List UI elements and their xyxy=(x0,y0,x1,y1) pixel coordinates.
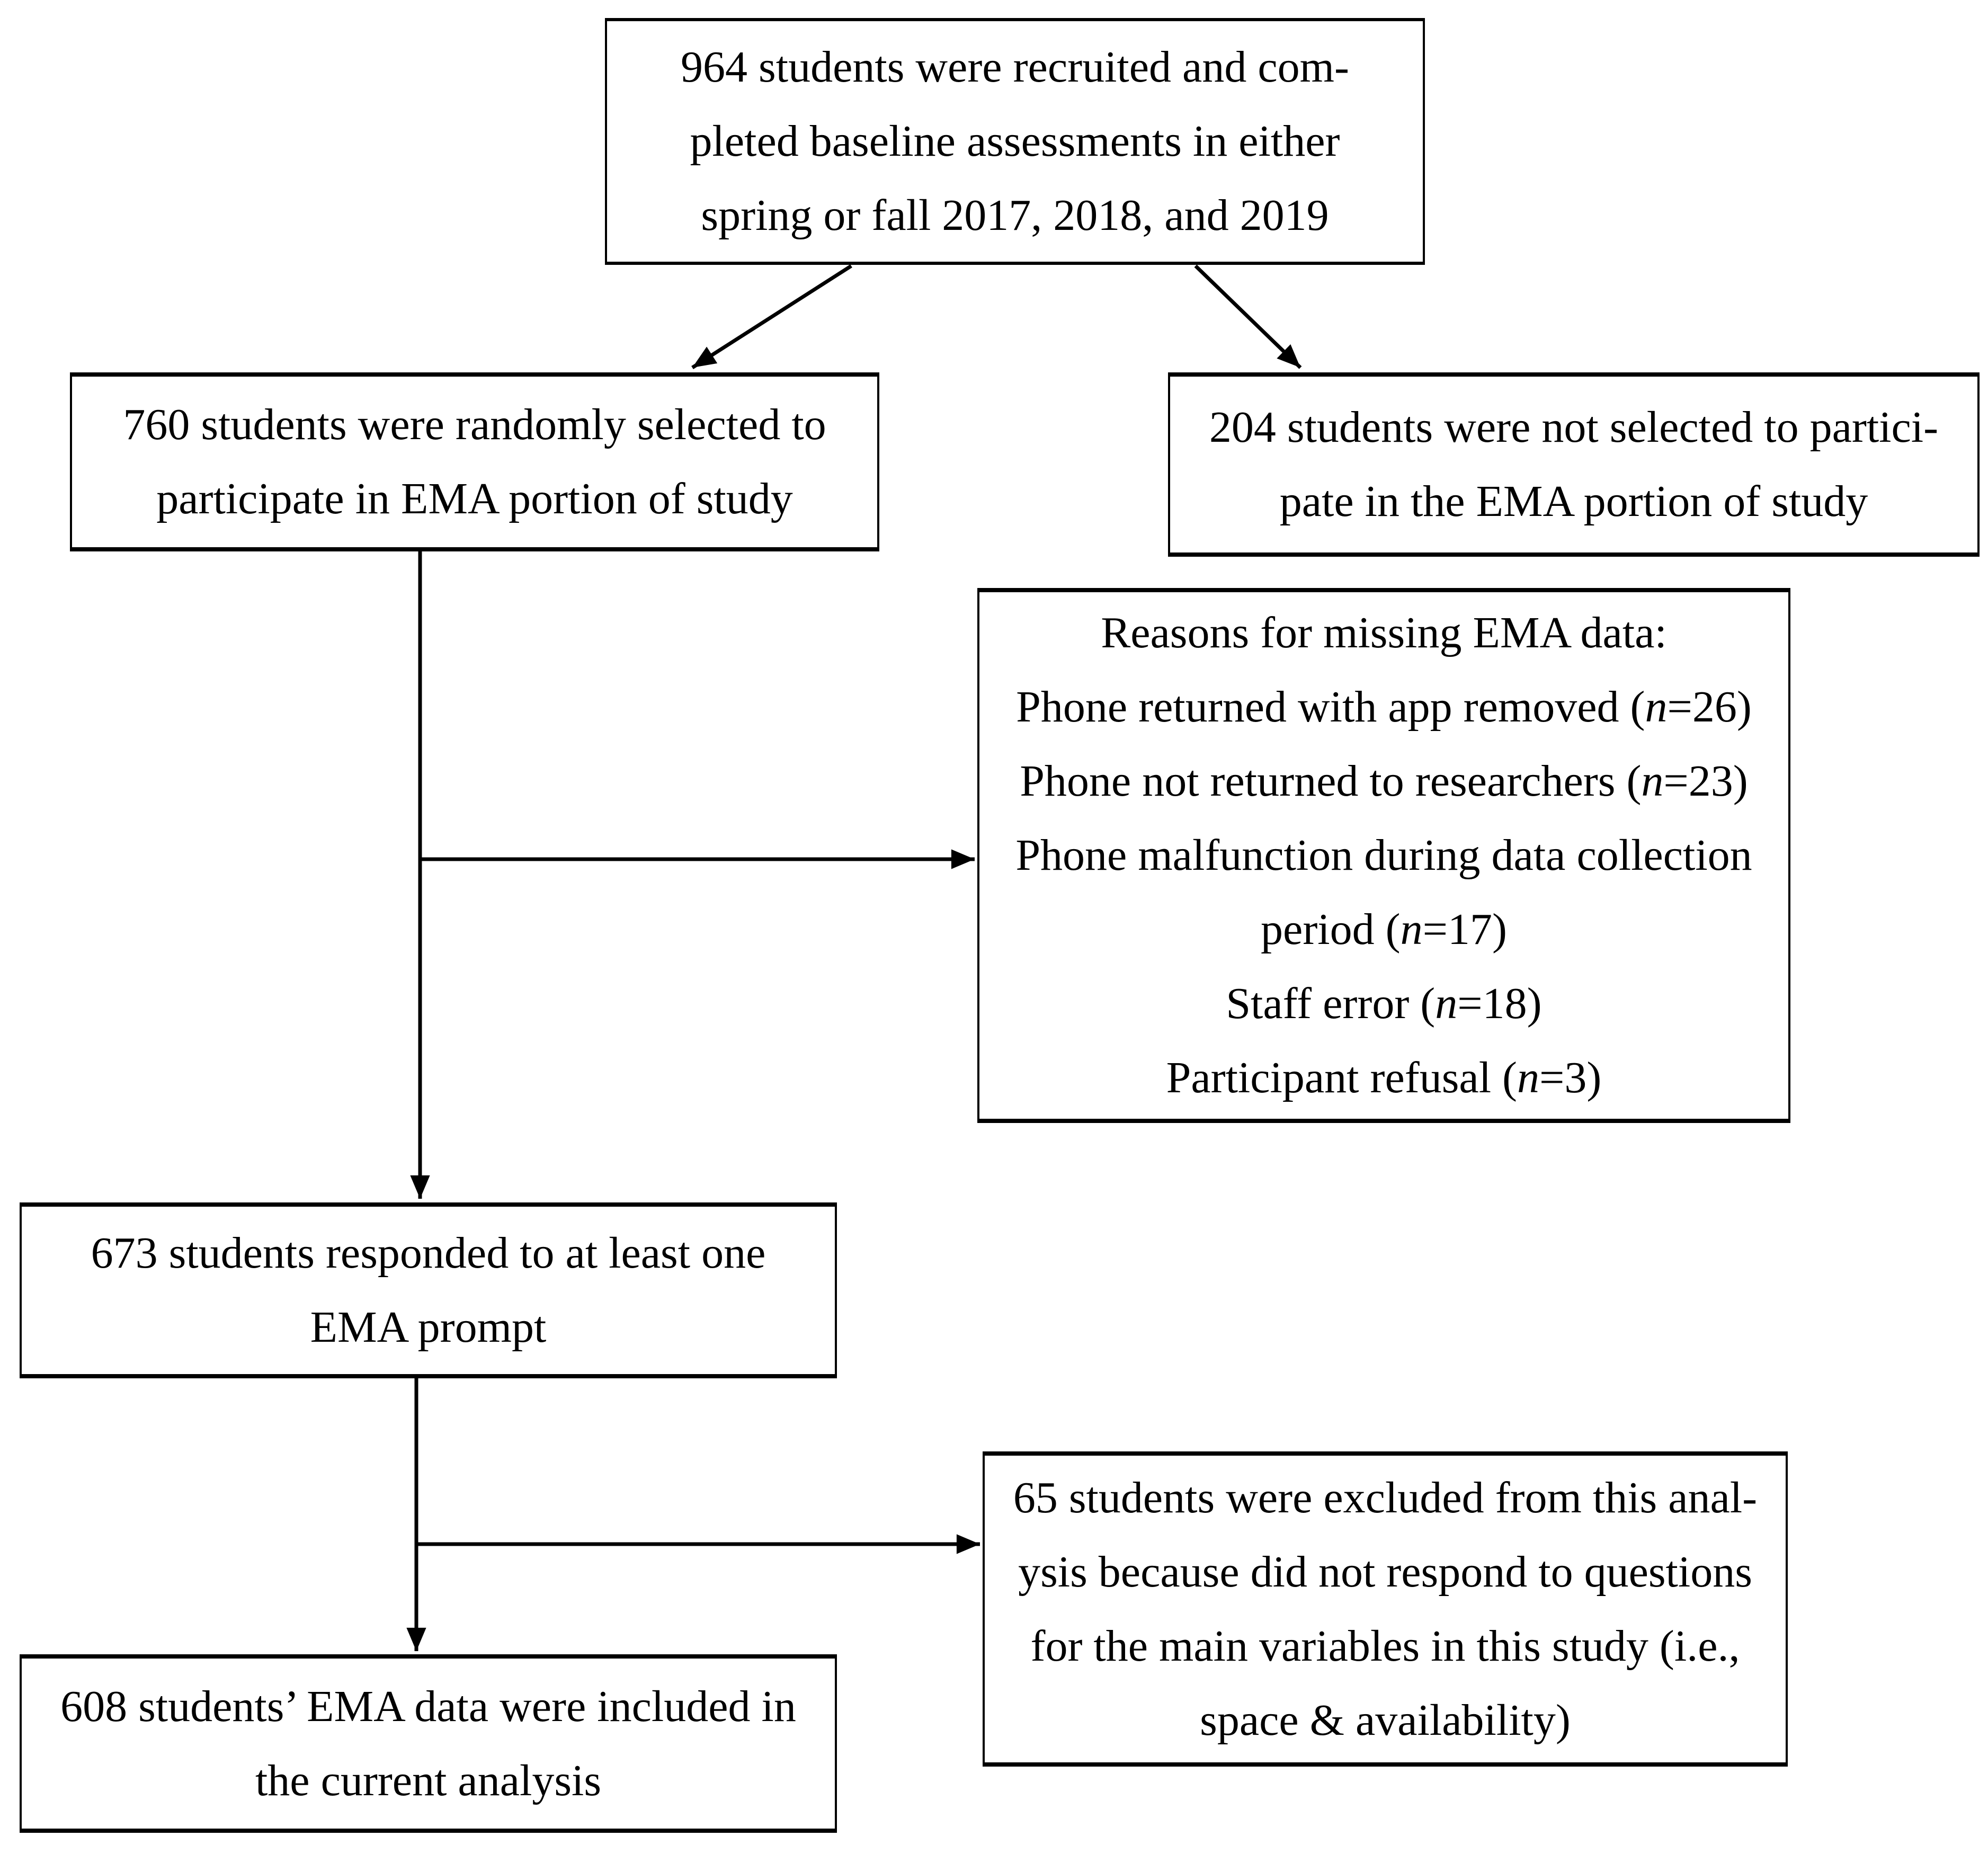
box-not-selected: 204 students were not selected to partic… xyxy=(1168,372,1980,557)
arrow-recruited-to-selected xyxy=(691,264,852,369)
box-missing-reasons: Reasons for missing EMA data:Phone retur… xyxy=(977,588,1790,1123)
box-not-selected-text: 204 students were not selected to partic… xyxy=(1209,403,1939,526)
box-recruited-text: 964 students were recruited and com-plet… xyxy=(681,42,1349,240)
arrow-recruited-to-not-selected xyxy=(1194,264,1302,369)
box-recruited: 964 students were recruited and com-plet… xyxy=(605,18,1425,265)
box-missing-reasons-text: Reasons for missing EMA data:Phone retur… xyxy=(1015,608,1752,1102)
box-excluded: 65 students were excluded from this anal… xyxy=(983,1451,1788,1767)
box-excluded-text: 65 students were excluded from this anal… xyxy=(1013,1473,1758,1745)
